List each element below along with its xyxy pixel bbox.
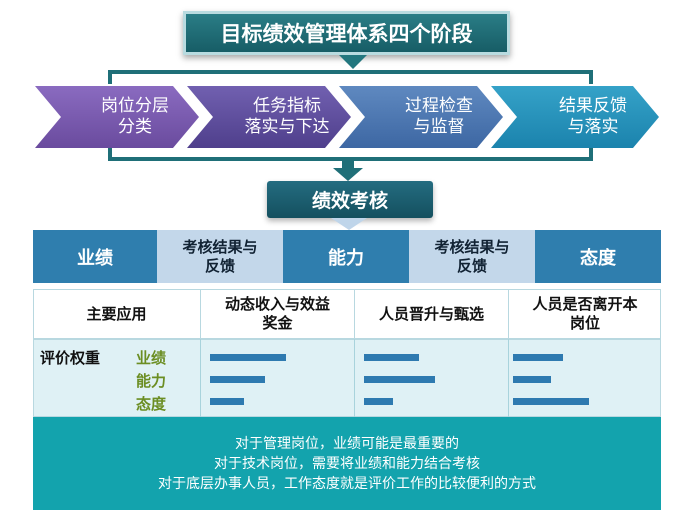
stage-bracket-top xyxy=(108,70,593,84)
weight-separator xyxy=(200,339,201,417)
header-performance: 业绩 xyxy=(33,230,157,283)
weight-bar-performance-ability xyxy=(210,376,265,383)
stage-chevron-2: 任务指标落实与下达 xyxy=(187,86,351,148)
header-result-feedback-b: 考核结果与反馈 xyxy=(409,230,535,283)
application-attitude: 人员是否离开本岗位 xyxy=(508,289,661,339)
application-label: 主要应用 xyxy=(86,304,147,323)
weight-dimension-performance: 业绩 xyxy=(136,349,167,367)
weight-bar-ability-performance xyxy=(364,354,419,361)
application-performance-line2: 奖金 xyxy=(262,314,293,332)
weight-separator xyxy=(354,339,355,417)
application-performance: 动态收入与效益奖金 xyxy=(200,289,354,339)
application-attitude-line1: 人员是否离开本 xyxy=(532,295,638,313)
header-result-feedback-b-line2: 反馈 xyxy=(456,256,487,275)
header-ability: 能力 xyxy=(283,230,409,283)
application-attitude-line2: 岗位 xyxy=(569,314,600,332)
stage-1-line2: 分类 xyxy=(118,117,152,137)
stage-chevron-1: 岗位分层分类 xyxy=(35,86,199,148)
weight-bar-attitude-attitude xyxy=(513,398,589,405)
weight-label: 评价权重 xyxy=(40,349,101,367)
stage-3-line1: 过程检查 xyxy=(405,96,473,116)
weight-bar-performance-performance xyxy=(210,354,286,361)
header-attitude: 态度 xyxy=(535,230,661,283)
weight-row xyxy=(33,339,661,417)
stages-arrow-stem xyxy=(342,158,354,170)
header-result-feedback-a-line1: 考核结果与 xyxy=(182,237,258,256)
stage-chevron-3: 过程检查与监督 xyxy=(339,86,503,148)
stage-chevron-4: 结果反馈与落实 xyxy=(491,86,659,148)
header-result-feedback-b-line1: 考核结果与 xyxy=(434,237,510,256)
weight-bar-attitude-performance xyxy=(513,354,563,361)
application-performance-line1: 动态收入与效益 xyxy=(224,295,330,313)
stages-arrow xyxy=(333,168,363,181)
header-result-feedback-a-line2: 反馈 xyxy=(204,256,235,275)
weight-separator xyxy=(508,339,509,417)
weight-bar-performance-attitude xyxy=(210,398,244,405)
assessment-arrow xyxy=(331,218,367,230)
note-technical: 对于技术岗位，需要将业绩和能力结合考核 xyxy=(214,455,480,472)
weight-dimension-attitude: 态度 xyxy=(136,395,167,413)
notes-box: 对于管理岗位，业绩可能是最重要的 对于技术岗位，需要将业绩和能力结合考核 对于底… xyxy=(33,417,661,510)
weight-bar-ability-ability xyxy=(364,376,435,383)
title-arrow xyxy=(339,55,367,69)
stage-1-line1: 岗位分层 xyxy=(101,96,169,116)
header-result-feedback-a: 考核结果与反馈 xyxy=(157,230,283,283)
note-staff: 对于底层办事人员，工作态度就是评价工作的比较便利的方式 xyxy=(158,475,536,492)
stage-3-line2: 与监督 xyxy=(413,117,465,137)
weight-bar-attitude-ability xyxy=(513,376,551,383)
assessment-title: 绩效考核 xyxy=(267,181,433,218)
diagram-title: 目标绩效管理体系四个阶段 xyxy=(183,11,510,55)
stage-4-line1: 结果反馈 xyxy=(559,96,627,116)
stage-2-line2: 落实与下达 xyxy=(244,117,330,137)
weight-dimension-ability: 能力 xyxy=(136,372,167,390)
note-management: 对于管理岗位，业绩可能是最重要的 xyxy=(235,435,459,452)
weight-bar-ability-attitude xyxy=(364,398,393,405)
stage-2-line1: 任务指标 xyxy=(253,96,321,116)
application-row xyxy=(33,289,661,339)
stage-4-line2: 与落实 xyxy=(567,117,619,137)
application-ability: 人员晋升与甄选 xyxy=(354,289,508,339)
application-ability-line1: 人员晋升与甄选 xyxy=(378,304,484,323)
